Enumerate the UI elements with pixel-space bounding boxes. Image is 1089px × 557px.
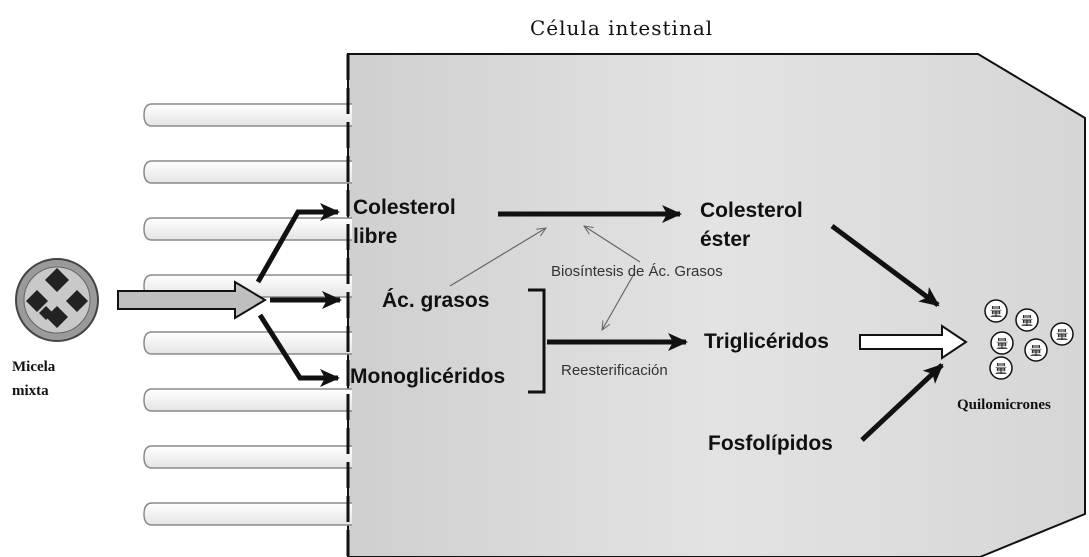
micelle-label-line2: mixta — [12, 380, 49, 402]
svg-text:量: 量 — [990, 305, 1002, 319]
svg-text:量: 量 — [995, 362, 1007, 376]
phospholipids-label: Fosfolípidos — [708, 429, 833, 459]
monoglycerides-label: Monoglicéridos — [350, 362, 505, 392]
free-cholesterol-label-line1: Colesterol — [353, 193, 456, 223]
microvillus — [144, 446, 352, 468]
chylomicron-icon: 量 — [1025, 339, 1047, 361]
svg-text:量: 量 — [996, 337, 1008, 351]
microvillus — [144, 104, 352, 126]
micelle-icon — [16, 259, 98, 341]
cholesterol-ester-label-line2: éster — [700, 225, 750, 255]
chylomicrons-label: Quilomicrones — [957, 394, 1051, 416]
fatty-acid-biosynthesis-label: Biosíntesis de Ác. Grasos — [551, 263, 723, 280]
microvillus — [144, 389, 352, 411]
cholesterol-ester-label-line1: Colesterol — [700, 196, 803, 226]
diagram-title: Célula intestinal — [530, 16, 713, 40]
micelle-label-line1: Micela — [12, 356, 55, 378]
chylomicron-icon: 量 — [991, 332, 1013, 354]
svg-text:量: 量 — [1021, 314, 1033, 328]
free-cholesterol-label-line2: libre — [353, 222, 397, 252]
chylomicron-icon: 量 — [990, 357, 1012, 379]
chylomicron-icon: 量 — [985, 300, 1007, 322]
microvillus — [144, 503, 352, 525]
fatty-acids-label: Ác. grasos — [382, 286, 489, 316]
reesterification-label: Reesterificación — [561, 362, 668, 379]
svg-text:量: 量 — [1030, 344, 1042, 358]
microvilli — [144, 104, 352, 525]
triglycerides-label: Triglicéridos — [704, 327, 829, 357]
microvillus — [144, 161, 352, 183]
chylomicron-icon: 量 — [1016, 309, 1038, 331]
microvillus — [144, 218, 352, 240]
svg-text:量: 量 — [1056, 328, 1068, 342]
microvillus — [144, 332, 352, 354]
chylomicron-icon: 量 — [1051, 323, 1073, 345]
